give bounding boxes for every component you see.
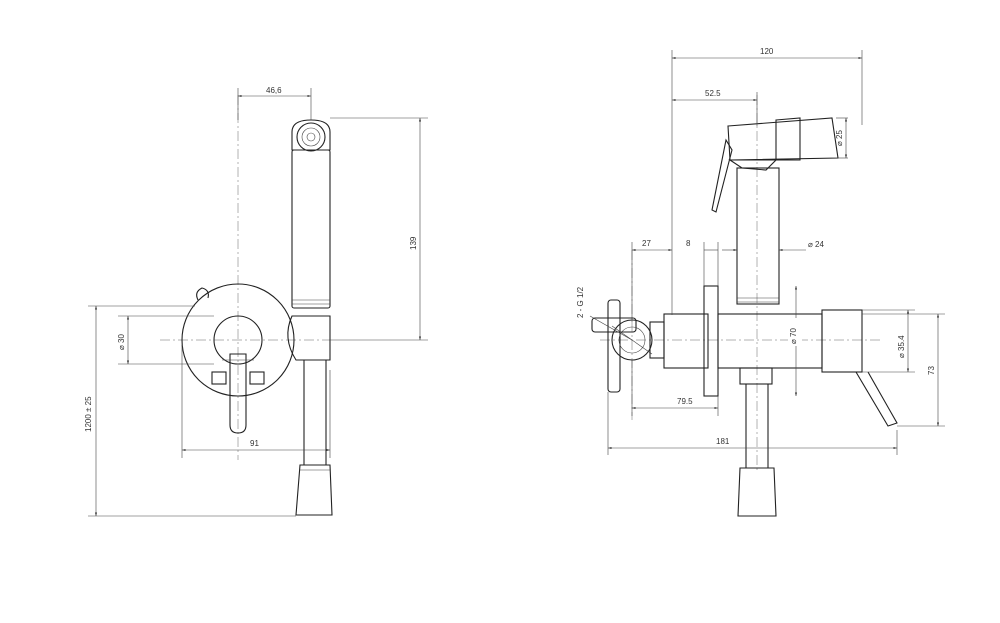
front-top-knob: [196, 287, 209, 301]
svg-text:⌀ 24: ⌀ 24: [808, 240, 824, 249]
dim-front-width-plate: 91: [181, 345, 331, 458]
dim-front-diameter-label: 30: [117, 334, 126, 343]
dim-side-total-depth: 181: [607, 392, 898, 455]
dim-side-lever-diameter-label: 35.4: [897, 335, 906, 351]
side-handle-shaft: [736, 167, 780, 305]
front-hose-connector: [295, 464, 333, 516]
side-shower-head: [727, 117, 839, 161]
dim-side-flange-label: 8: [686, 239, 691, 248]
dim-side-total-top-label: 120: [760, 47, 774, 56]
dim-front-total-height: 1200 ± 25: [84, 305, 296, 517]
svg-text:⌀ 35.4: ⌀ 35.4: [897, 335, 906, 358]
dim-side-head-offset: 52.5: [672, 89, 758, 126]
side-lever-arm: [855, 371, 898, 427]
side-lever-body: [821, 309, 863, 373]
dim-side-total-top: 120: [671, 47, 863, 315]
dim-side-lever-diameter: ⌀ 35.4: [862, 309, 915, 373]
dim-side-body-diameter: ⌀ 70: [788, 286, 802, 396]
dim-side-lever-height-label: 73: [927, 366, 936, 375]
front-shower-handle: [291, 149, 331, 309]
dim-front-height-head-label: 139: [409, 236, 418, 250]
dim-side-handle-diameter: ⌀ 24: [722, 240, 824, 252]
dim-side-body-diameter-label: 70: [789, 328, 798, 337]
dim-side-lever-height: 73: [862, 313, 945, 427]
side-body-right: [717, 313, 823, 369]
dim-side-wall-offset-label: 27: [642, 239, 651, 248]
dim-side-total-depth-label: 181: [716, 437, 730, 446]
dim-side-thread: 2 - G 1/2: [576, 286, 633, 341]
front-holder-bracket: [287, 315, 331, 361]
dim-side-depth-label: 79.5: [677, 397, 693, 406]
front-view: 46,6 139 ⌀ 30 91 1200 ± 25: [84, 86, 428, 517]
side-body-left: [663, 313, 709, 369]
front-spray-face: [296, 122, 326, 152]
svg-text:⌀ 70: ⌀ 70: [789, 328, 798, 344]
front-side-block-right: [249, 371, 265, 385]
dim-side-head-offset-label: 52.5: [705, 89, 721, 98]
dim-side-head-diameter-label: 25: [835, 130, 844, 139]
side-hose-connector: [737, 467, 777, 517]
dim-front-width-top: 46,6: [237, 86, 312, 120]
front-side-block-left: [211, 371, 227, 385]
dim-front-width-top-label: 46,6: [266, 86, 282, 95]
front-shower-head: [291, 119, 331, 151]
side-flange: [703, 285, 719, 397]
svg-text:⌀ 25: ⌀ 25: [835, 130, 844, 146]
dim-side-flange: 8: [686, 239, 719, 286]
dim-front-total-height-label: 1200 ± 25: [84, 396, 93, 432]
side-trigger-lever: [711, 138, 733, 213]
dim-side-head-diameter: ⌀ 25: [835, 117, 848, 159]
svg-text:⌀ 30: ⌀ 30: [117, 334, 126, 350]
side-mount-cross-vertical: [607, 299, 621, 393]
front-handle-hub: [213, 315, 263, 365]
dim-side-thread-label: 2 - G 1/2: [576, 286, 585, 318]
dim-front-diameter: ⌀ 30: [117, 315, 214, 365]
dim-front-height-head: 139: [330, 117, 428, 341]
front-rosette: [181, 283, 295, 397]
dim-side-depth: 79.5: [631, 360, 719, 416]
side-view: 120 52.5 ⌀ 25 27 8: [576, 47, 945, 517]
side-outlet: [739, 367, 773, 385]
front-lever: [229, 353, 247, 434]
dim-side-wall-offset: 27: [631, 239, 672, 322]
dim-side-handle-diameter-label: 24: [815, 240, 824, 249]
dim-front-width-plate-label: 91: [250, 439, 259, 448]
